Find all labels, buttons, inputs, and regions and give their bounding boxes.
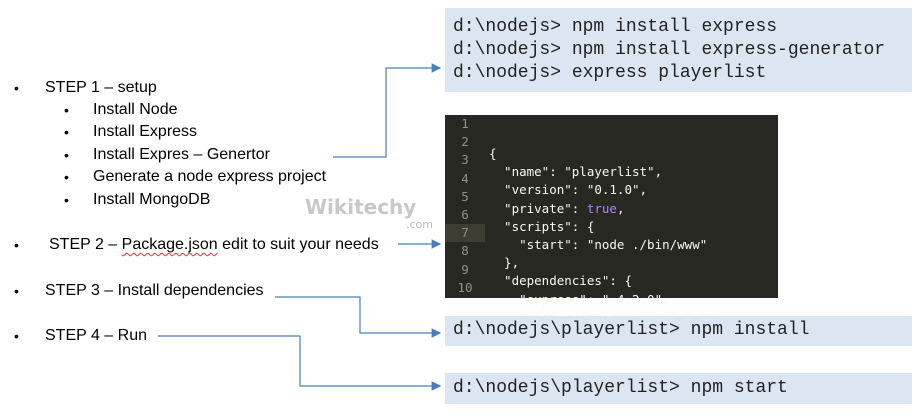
arrow-step1	[333, 63, 442, 158]
step-2: STEP 2 – Package.json edit to suit your …	[49, 236, 379, 254]
bullet: •	[64, 124, 69, 140]
setup-commands-box: d:\nodejs> npm install express d:\nodejs…	[445, 8, 912, 92]
step-1: STEP 1 – setup	[45, 79, 157, 96]
step-2-suffix: edit to suit your needs	[217, 236, 379, 253]
step-3: STEP 3 – Install dependencies	[45, 282, 264, 299]
bullet: •	[64, 192, 69, 208]
bullet: •	[14, 283, 19, 299]
watermark-text: Wikitechy	[305, 195, 417, 219]
start-command-box: d:\nodejs\playerlist> npm start	[445, 373, 912, 404]
step-2-file: Package.json	[121, 236, 218, 253]
bullet: •	[14, 237, 19, 253]
sub-step: Install MongoDB	[93, 191, 211, 208]
arrow-step3	[275, 296, 442, 338]
command-line: d:\nodejs> express playerlist	[453, 63, 767, 83]
sub-step: Install Node	[93, 101, 178, 118]
bullet: •	[14, 328, 19, 344]
watermark-logo: Wikitechy.com	[305, 194, 435, 234]
command-line: d:\nodejs> npm install express	[453, 17, 778, 37]
bullet: •	[64, 147, 69, 163]
command-line: d:\nodejs> npm install express-generator	[453, 40, 886, 60]
sub-step: Generate a node express project	[93, 168, 327, 185]
step-4: STEP 4 – Run	[45, 327, 147, 344]
bullet: •	[64, 102, 69, 118]
install-command-box: d:\nodejs\playerlist> npm install	[445, 316, 912, 346]
bullet: •	[64, 169, 69, 185]
sub-step: Install Express	[93, 123, 198, 140]
watermark-domain: .com	[406, 218, 433, 231]
sub-step: Install Expres – Genertor	[93, 146, 270, 163]
code-lines: { "name": "playerlist", "version": "0.1.…	[489, 146, 722, 325]
bullet: •	[14, 80, 19, 96]
step-2-prefix: STEP 2 –	[49, 236, 122, 253]
arrow-step4	[158, 335, 442, 391]
